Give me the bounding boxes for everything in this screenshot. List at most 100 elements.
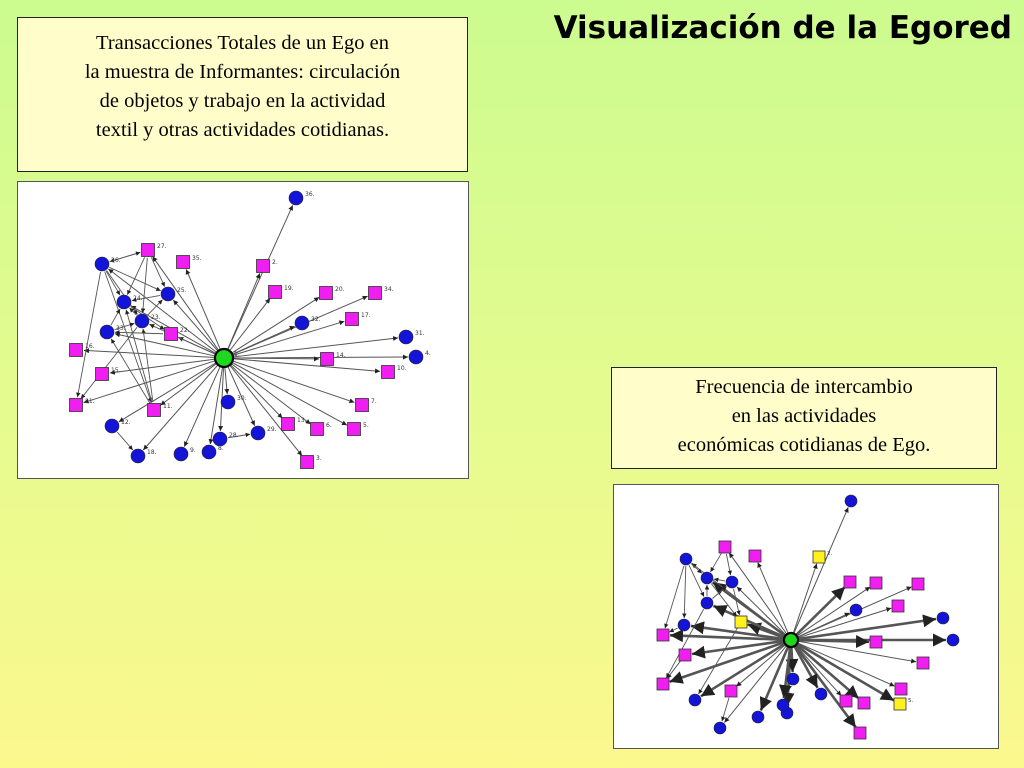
network-edge	[794, 644, 842, 697]
circle-node	[398, 329, 414, 345]
network-edge	[796, 612, 850, 638]
network-edge	[110, 308, 121, 326]
network-edge	[778, 645, 792, 699]
square-node-highlight	[734, 615, 748, 629]
circle-node	[700, 596, 714, 610]
network-edge	[225, 273, 261, 353]
network-edge	[109, 251, 141, 263]
square-node	[748, 549, 762, 563]
circle-node	[99, 324, 115, 340]
circle-node	[94, 256, 110, 272]
square-node	[256, 259, 270, 273]
square-node	[310, 422, 324, 436]
circle-node	[408, 349, 424, 365]
ego-node	[213, 347, 235, 369]
node-label: 9.	[190, 447, 196, 454]
network-edge	[669, 627, 678, 633]
node-label: 7.	[371, 398, 377, 405]
network-edge	[110, 338, 151, 404]
ego-node	[782, 631, 800, 649]
circle-node	[173, 446, 189, 462]
network-edge	[785, 645, 799, 673]
node-label: 23.	[151, 314, 161, 321]
square-node	[857, 696, 871, 710]
network-edge	[140, 257, 148, 314]
square-node	[141, 243, 155, 257]
square-node	[894, 682, 908, 696]
circle-node	[844, 494, 858, 508]
network-edge	[183, 363, 223, 447]
network-edge	[76, 271, 101, 398]
network-edge	[104, 271, 152, 403]
network-edge	[227, 362, 303, 457]
square-node	[319, 286, 333, 300]
node-label: 4.	[425, 350, 431, 357]
node-label: 17.	[361, 312, 371, 319]
circle-node	[677, 618, 691, 632]
node-label: 5.	[908, 698, 913, 704]
network-edge	[226, 363, 256, 426]
network-edge	[712, 586, 727, 599]
square-node-highlight	[893, 697, 907, 711]
node-label: 2.	[272, 259, 278, 266]
network-edge	[698, 627, 738, 695]
egonet-total-diagram: 36.2.19.20.34.32.17.31.4.14.10.7.5.6.13.…	[69, 190, 431, 469]
network-edge	[759, 645, 790, 712]
network-edge	[710, 583, 738, 617]
network-edge	[227, 432, 251, 439]
square-node	[368, 286, 382, 300]
network-edge	[796, 635, 870, 649]
network-edge	[118, 360, 220, 423]
network-edge	[691, 639, 786, 659]
node-label: 8.	[218, 445, 224, 452]
square-node	[176, 255, 190, 269]
square-node	[656, 677, 670, 691]
caption-exchange-frequency: Frecuencia de intercambio en las activid…	[611, 367, 997, 469]
node-label: 11.	[163, 403, 173, 410]
square-node	[345, 312, 359, 326]
network-edge	[712, 604, 787, 639]
network-edge	[224, 363, 230, 395]
square-node	[718, 540, 732, 554]
node-label: 15.	[111, 367, 121, 374]
network-edge	[172, 299, 221, 354]
node-label: 32.	[311, 316, 321, 323]
circle-node	[220, 394, 236, 410]
caption-total-transactions: Transacciones Totales de un Ego en la mu…	[17, 17, 468, 172]
network-edge	[129, 307, 137, 316]
egonet-frequency-diagram: 2.5.	[656, 494, 960, 740]
network-edge	[710, 552, 722, 573]
square-node	[911, 577, 925, 591]
network-edge	[108, 268, 220, 355]
node-label: 14.	[336, 352, 346, 359]
circle-node	[212, 431, 228, 447]
circle-node	[250, 425, 266, 441]
circle-node	[134, 313, 150, 329]
network-edge	[80, 327, 138, 399]
network-edge	[757, 562, 790, 635]
square-node-highlight	[812, 550, 826, 564]
square-node	[891, 599, 905, 613]
network-edge	[665, 608, 705, 679]
circle-node	[936, 611, 950, 625]
circle-node	[116, 294, 132, 310]
circle-node	[786, 672, 800, 686]
network-edge	[109, 358, 219, 375]
node-label: 6.	[326, 422, 332, 429]
square-node	[869, 576, 883, 590]
network-edge	[114, 322, 135, 331]
node-label: 12.	[121, 419, 131, 426]
slide-title: Visualización de la Egored	[553, 10, 1012, 46]
network-edge	[114, 330, 164, 335]
network-edge	[147, 299, 163, 316]
circle-node	[688, 693, 702, 707]
node-label: 25.	[177, 287, 187, 294]
network-edge	[229, 325, 295, 356]
network-edge	[229, 359, 355, 404]
network-edge	[83, 348, 219, 359]
network-edge	[682, 565, 687, 619]
network-edge	[116, 431, 134, 451]
circle-node	[946, 633, 960, 647]
network-edge	[725, 553, 732, 576]
circle-node	[201, 444, 217, 460]
